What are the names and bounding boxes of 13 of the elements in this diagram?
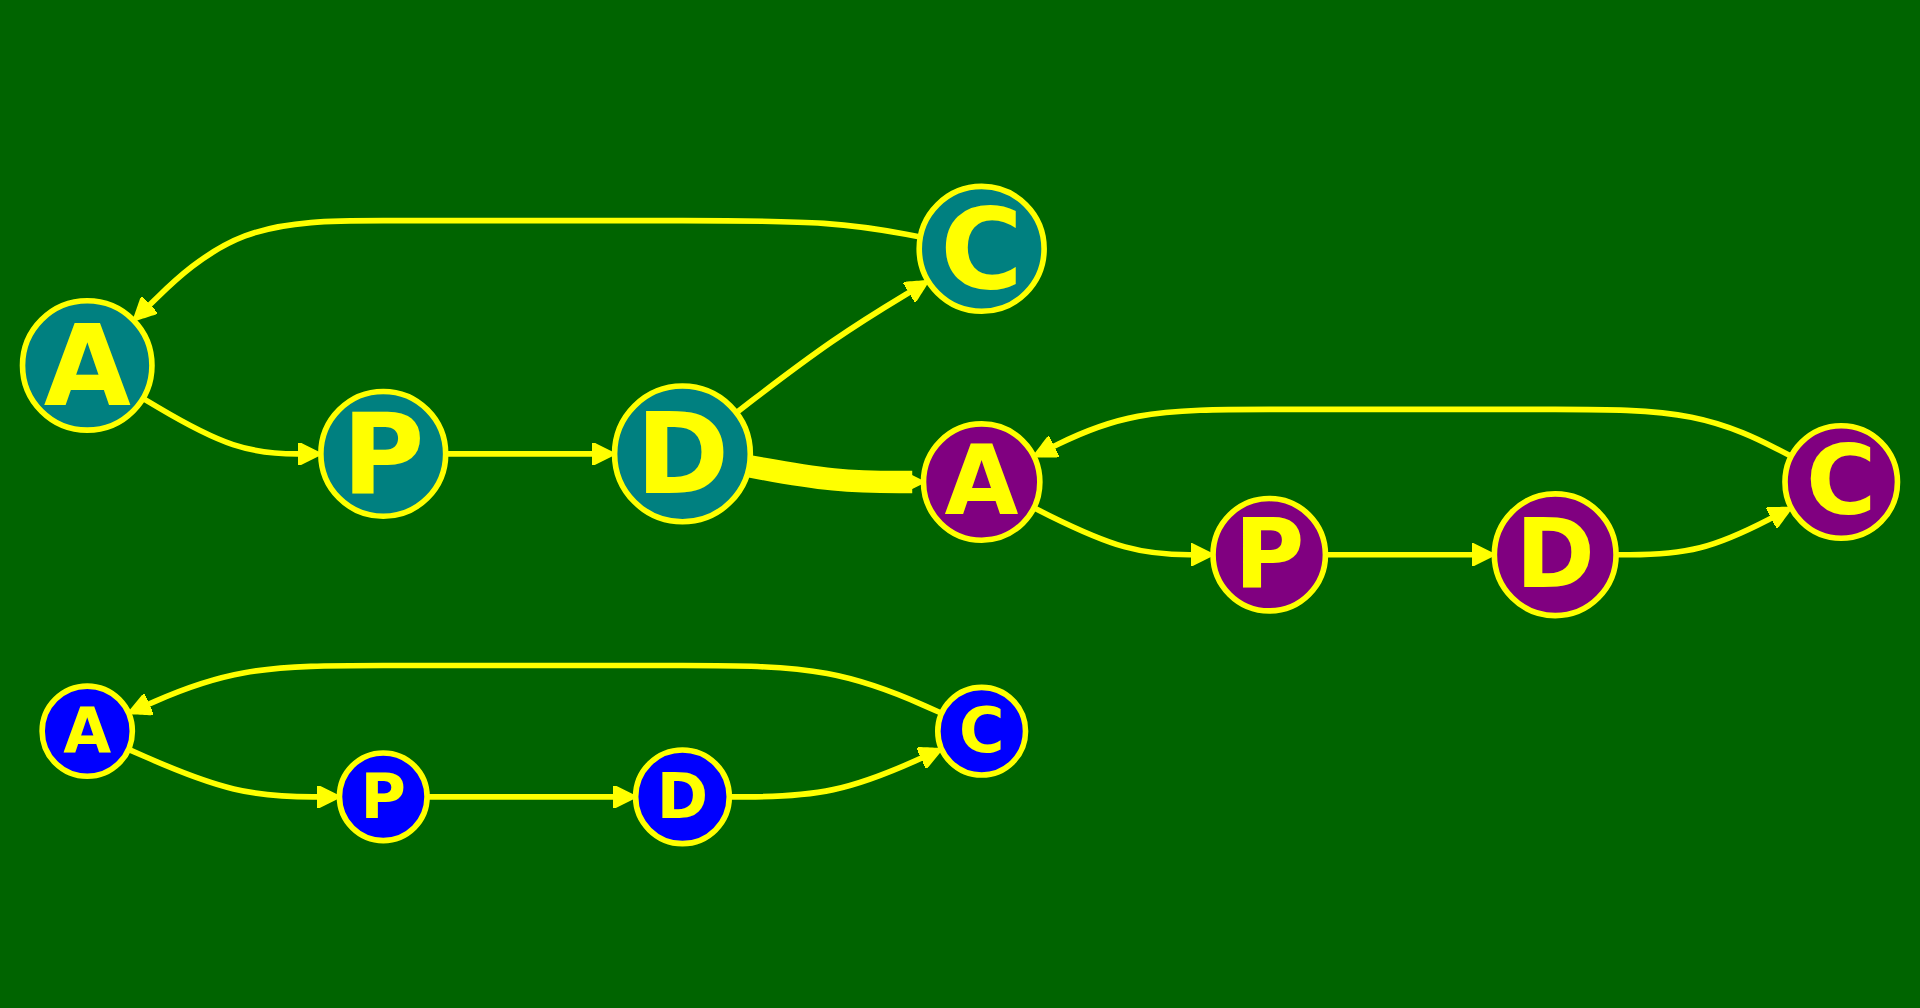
node-circle: D [611, 383, 754, 525]
node-circle: A [39, 683, 136, 780]
node-circle: A [19, 297, 155, 433]
node-circle: A [920, 421, 1043, 544]
node-circle: D [1491, 491, 1619, 619]
node-circle: C [916, 183, 1047, 315]
node-circle: P [318, 388, 449, 520]
node-circle: C [935, 684, 1029, 778]
node-circle: P [336, 750, 430, 844]
node-circle: D [632, 747, 733, 847]
arrow [729, 746, 943, 800]
node-circle: P [1210, 495, 1329, 614]
node-circle: C [1782, 423, 1901, 542]
